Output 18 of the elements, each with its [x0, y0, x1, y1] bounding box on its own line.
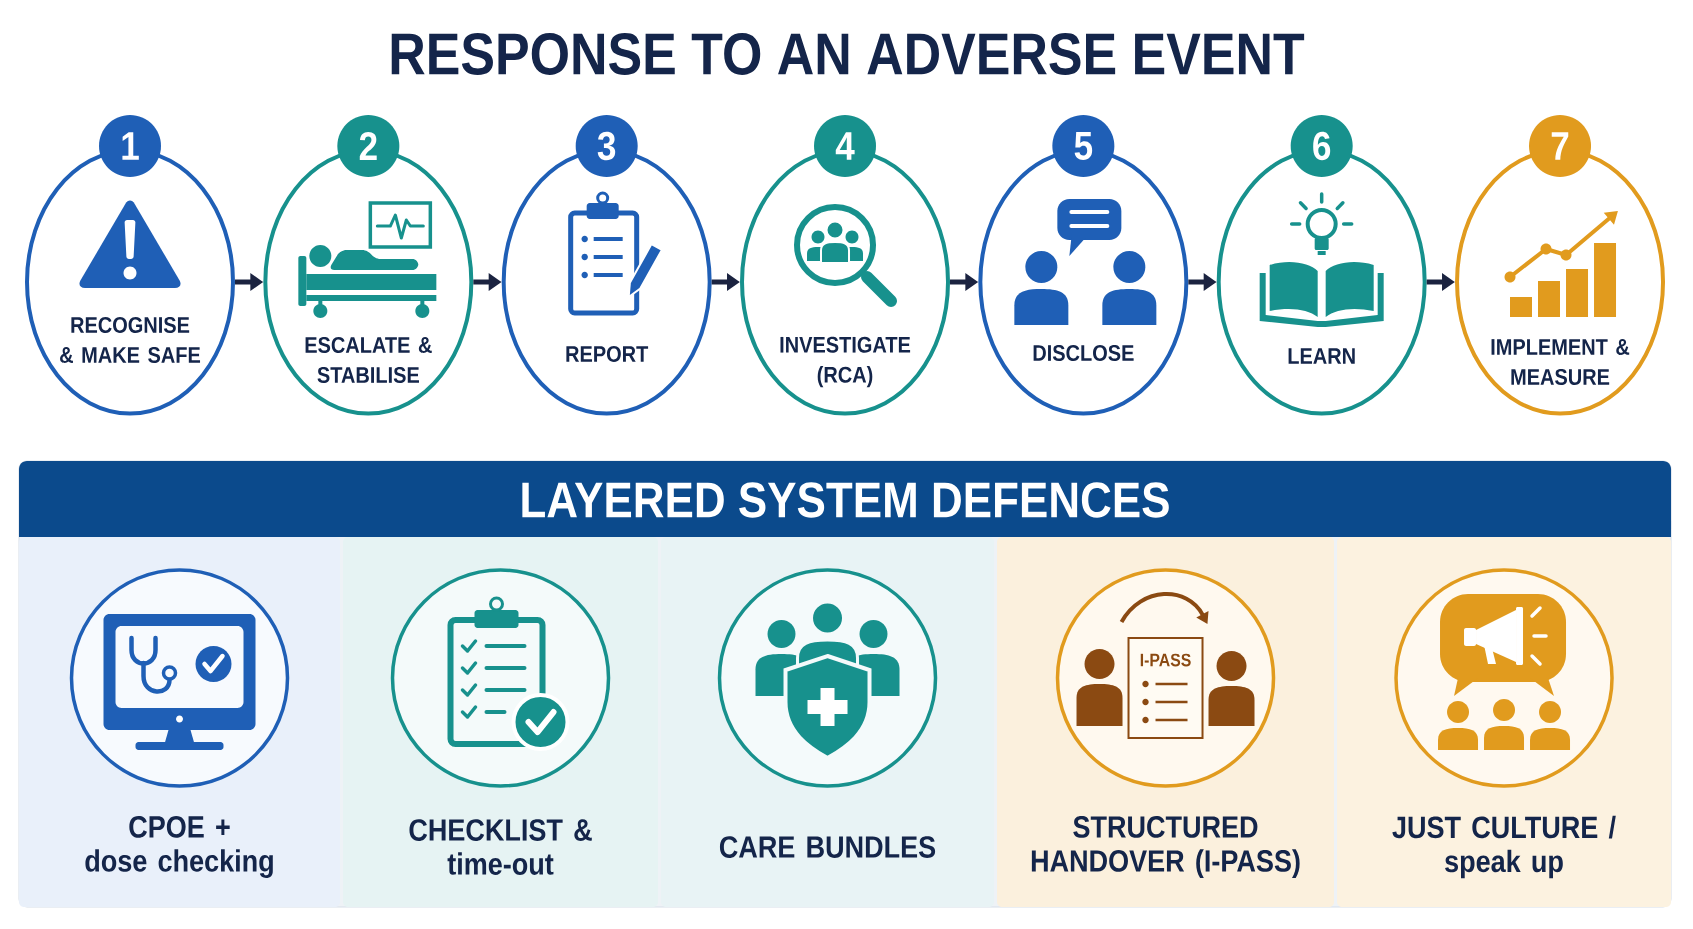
title: RESPONSE TO AN ADVERSE EVENT [391, 33, 1305, 75]
number-badge: 7 [1529, 115, 1591, 177]
number-badge: 2 [337, 115, 400, 177]
node-label: CPOE + dose checking [85, 816, 273, 878]
number-badge: 4 [814, 115, 876, 177]
header-band: LAYERED SYSTEM DEFENCES [19, 461, 1671, 537]
document: I-PASS [1127, 637, 1204, 739]
step-label: INVESTIGATE (RCA) [780, 336, 911, 388]
number-badge: 3 [575, 115, 638, 177]
number-badge: 1 [99, 115, 161, 177]
step-label: LEARN [1288, 348, 1355, 364]
number-badge: 6 [1290, 115, 1353, 177]
step-label: REPORT [566, 346, 649, 363]
step-label: RECOGNISE & MAKE SAFE [60, 317, 201, 364]
step-label: DISCLOSE [1033, 345, 1134, 362]
step-label: IMPLEMENT & MEASURE [1491, 339, 1630, 385]
number-badge: 5 [1052, 115, 1115, 177]
step-label: ESCALATE & STABILISE [305, 337, 432, 384]
